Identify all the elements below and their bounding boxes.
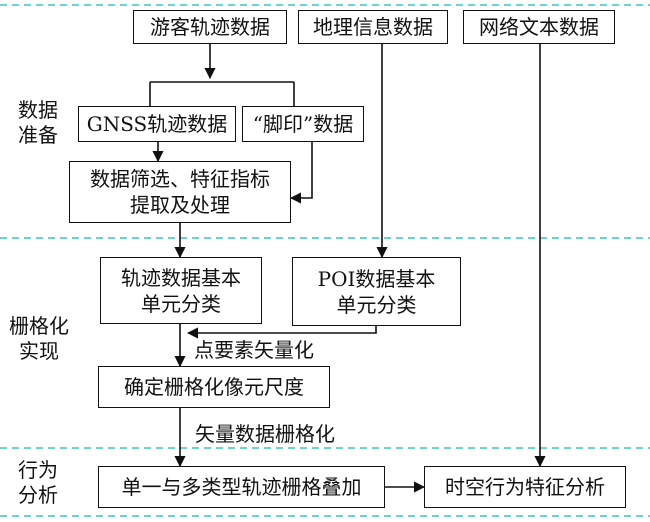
box-geo-info: 地理信息数据 — [298, 10, 448, 44]
box-analysis: 时空行为特征分析 — [424, 466, 626, 508]
section-dividers — [0, 4, 650, 517]
box-footprint: “脚印”数据 — [242, 106, 364, 142]
box-gnss: GNSS轨迹数据 — [78, 106, 236, 142]
box-trajectory-unit: 轨迹数据基本 单元分类 — [100, 257, 262, 324]
section-label-behavior: 行为 分析 — [18, 458, 58, 507]
label-point-vector: 点要素矢量化 — [194, 338, 314, 362]
label-vector-raster: 矢量数据栅格化 — [195, 422, 335, 446]
edge-poi-merge — [186, 326, 377, 339]
box-cell-size: 确定栅格化像元尺度 — [98, 366, 330, 408]
section-label-prep: 数据 准备 — [18, 98, 58, 147]
box-tourist-trajectory: 游客轨迹数据 — [133, 10, 287, 44]
box-overlay: 单一与多类型轨迹栅格叠加 — [98, 466, 385, 508]
edge-footprint-filter — [289, 142, 313, 204]
section-label-raster: 栅格化 实现 — [9, 314, 69, 363]
box-poi-unit: POI数据基本 单元分类 — [292, 257, 461, 326]
box-filter: 数据筛选、特征指标 提取及处理 — [69, 161, 291, 223]
box-web-text: 网络文本数据 — [463, 10, 615, 44]
